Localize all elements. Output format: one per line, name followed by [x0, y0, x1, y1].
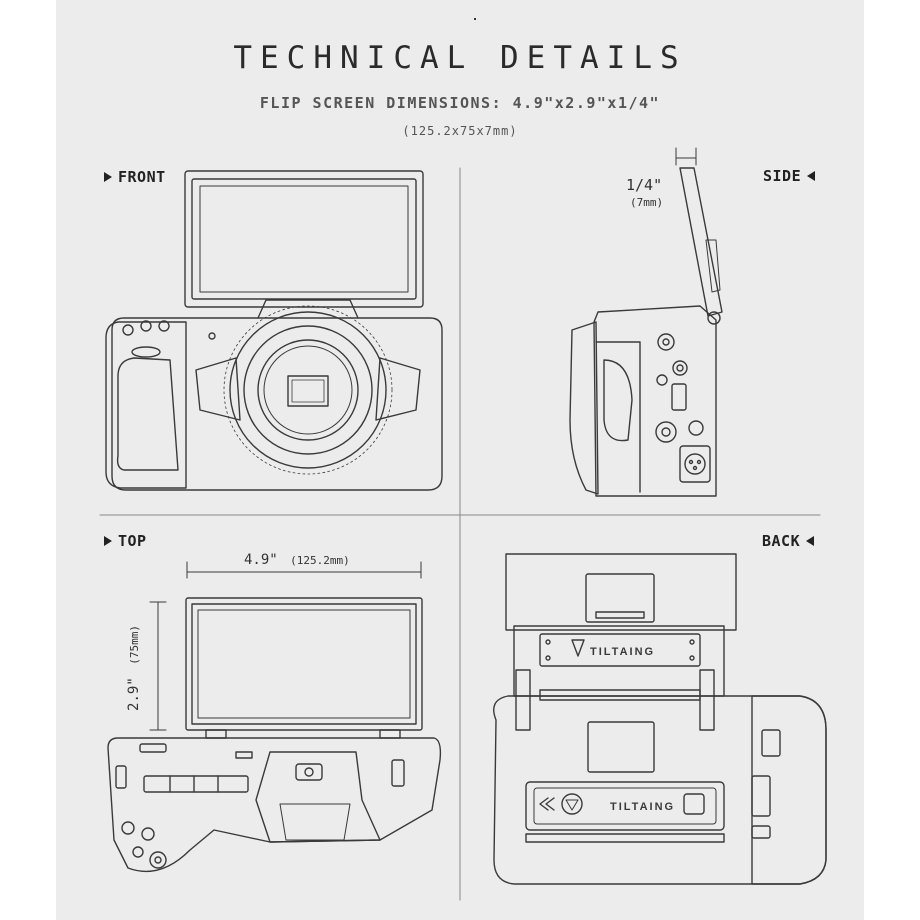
- top-view: [107, 561, 442, 873]
- thickness-dimension: 1/4": [626, 176, 663, 194]
- front-flip-screen: [184, 170, 424, 308]
- thickness-dimension-mm: (7mm): [630, 196, 664, 209]
- arrow-left-icon: [807, 171, 816, 181]
- view-label-top: TOP: [104, 532, 147, 550]
- metric-dimensions: (125.2x75x7mm): [402, 124, 518, 138]
- top-camera-body: [107, 737, 442, 873]
- back-tilt-plate: [513, 625, 725, 697]
- arrow-right-icon: [104, 172, 112, 182]
- back-camera-body: [493, 695, 827, 885]
- back-view: [493, 553, 827, 885]
- back-bracket-plate: [539, 633, 701, 667]
- front-top-hump: [257, 299, 359, 319]
- brand-text-handle: TILTAING: [610, 801, 675, 813]
- front-left-wing: [195, 357, 241, 421]
- side-hdmi-port: [671, 383, 687, 411]
- front-right-wing: [375, 357, 421, 421]
- top-button-row: [143, 775, 249, 793]
- width-dimension: 4.9" (125.2mm): [244, 552, 350, 568]
- side-flip-screen: [679, 167, 723, 317]
- brand-text-screen: TILTAING: [590, 646, 655, 658]
- view-label-back: BACK: [762, 532, 815, 550]
- side-xlr-port: [684, 453, 706, 475]
- registration-dot: [474, 18, 476, 20]
- brand-logo-icon: [571, 639, 585, 657]
- page-title: TECHNICAL DETAILS: [233, 40, 687, 76]
- front-camera-body: [111, 317, 443, 491]
- view-label-side: SIDE: [763, 167, 816, 185]
- flip-screen-dimensions: FLIP SCREEN DIMENSIONS: 4.9"x2.9"x1/4": [259, 94, 661, 112]
- front-grip: [105, 321, 187, 489]
- side-view: [569, 147, 723, 497]
- front-lens-mount: [229, 311, 387, 469]
- arrow-right-icon: [104, 536, 112, 546]
- view-label-front: FRONT: [104, 168, 166, 186]
- side-grip: [569, 321, 599, 495]
- front-view: [105, 170, 443, 491]
- top-flip-screen: [185, 597, 423, 731]
- back-screen-top-panel: [505, 553, 737, 631]
- back-handle: [525, 781, 725, 831]
- arrow-left-icon: [806, 536, 815, 546]
- front-sensor: [287, 375, 329, 407]
- side-camera-body: [593, 305, 717, 497]
